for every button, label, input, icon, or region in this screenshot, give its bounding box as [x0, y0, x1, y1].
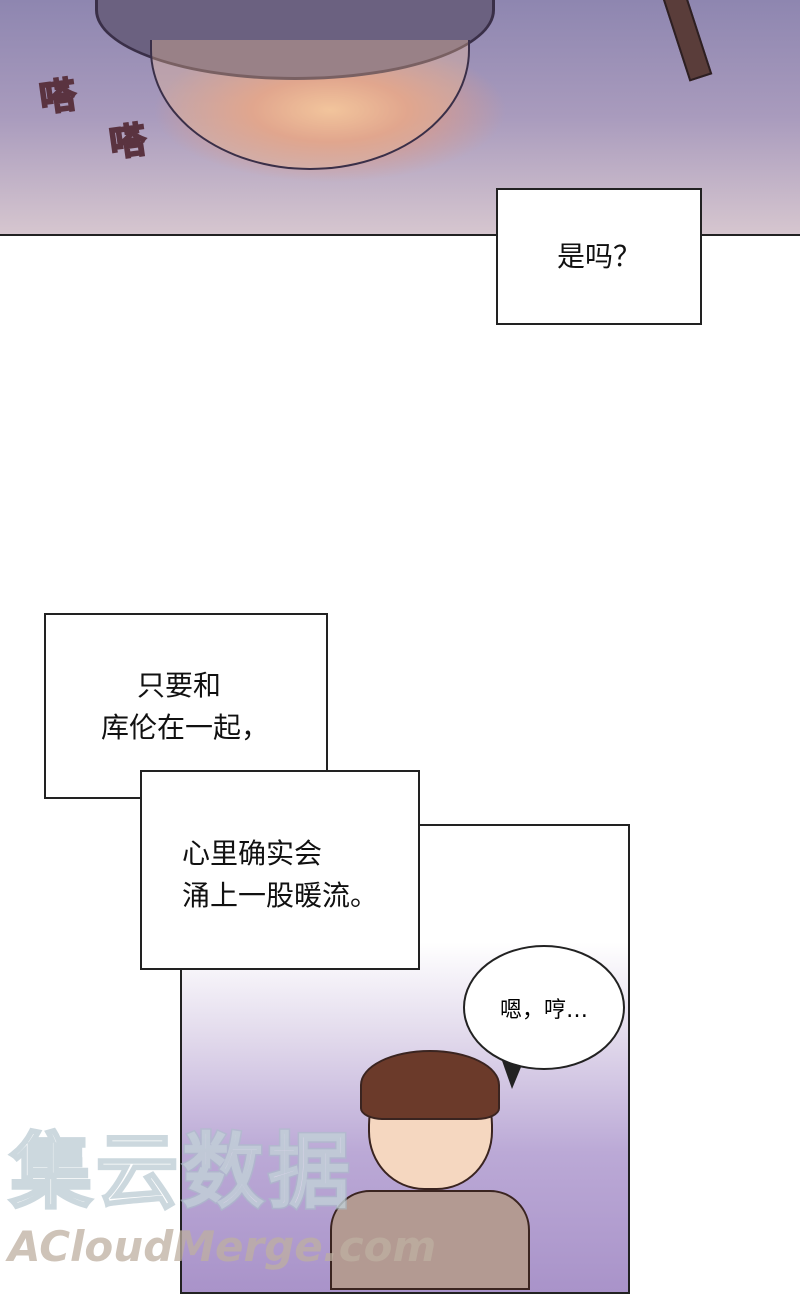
- sfx-text: 嗒: [36, 74, 79, 122]
- watermark-cn: 集云数据: [8, 1125, 355, 1220]
- caption-box-1: 只要和库伦在一起，: [44, 613, 328, 799]
- sfx-text: 嗒: [106, 119, 149, 167]
- speech-text: 嗯，哼…: [499, 997, 588, 1023]
- character-body-illustration: [330, 1190, 530, 1290]
- pot-bowl-illustration: [150, 40, 470, 170]
- caption-line: 心里确实会: [181, 837, 322, 870]
- caption-text: 是吗？: [556, 239, 641, 273]
- ladle-handle-illustration: [661, 0, 713, 82]
- caption-box-2: 心里确实会涌上一股暖流。: [140, 770, 420, 970]
- watermark-en: ACloudMerge.com: [8, 1222, 437, 1271]
- caption-line: 涌上一股暖流。: [181, 879, 378, 912]
- caption-line: 只要和: [137, 669, 222, 702]
- cooking-pot-panel: 嗒 嗒: [0, 0, 800, 236]
- caption-line: 库伦在一起，: [101, 711, 270, 744]
- speech-bubble: 嗯，哼…: [463, 945, 625, 1070]
- caption-box-top: 是吗？: [496, 188, 702, 325]
- character-hair-illustration: [360, 1050, 500, 1120]
